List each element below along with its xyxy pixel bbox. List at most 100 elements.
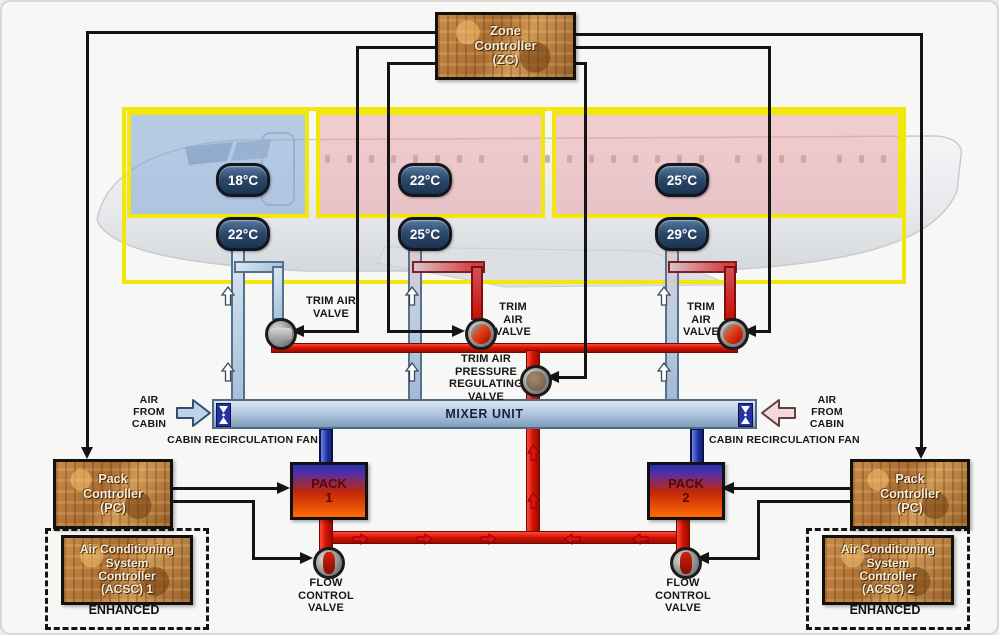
control-line	[757, 500, 760, 560]
arrowhead	[915, 447, 927, 459]
trim-air-valve-center-label: TRIM AIR VALVE	[494, 301, 532, 339]
trim-branch-zone1-v	[272, 266, 284, 320]
fan-icon	[741, 406, 750, 424]
trim-air-pressure-regulating-valve	[520, 365, 552, 397]
hot-flow-arrow-icon	[352, 533, 369, 545]
air-from-cabin-right-label: AIR FROM CABIN	[809, 394, 845, 430]
hot-flow-arrow-icon	[564, 533, 581, 545]
control-line	[709, 557, 760, 560]
acsc-left-group	[45, 528, 209, 630]
temp-badge-zone1-duct: 22°C	[216, 217, 270, 251]
arrowhead	[721, 482, 734, 494]
arrowhead	[81, 447, 93, 459]
up-arrow-icon	[657, 286, 671, 306]
temp-badge-zone1-cabin: 18°C	[216, 163, 270, 197]
acsc-left-enhanced-tag: ENHANCED	[88, 603, 160, 617]
acsc-right-box: Air Conditioning System Controller (ACSC…	[822, 535, 954, 605]
zone-overlay-cockpit	[127, 111, 309, 218]
recirculation-fan-right	[738, 403, 753, 427]
hot-flow-arrow-icon	[416, 533, 433, 545]
acsc-right-enhanced-tag: ENHANCED	[849, 603, 921, 617]
acsc-left-label: Air Conditioning System Controller (ACSC…	[80, 542, 174, 597]
flow-control-valve-left-label: FLOW CONTROL VALVE	[298, 577, 354, 615]
zone-frame-outer	[122, 107, 906, 284]
control-line	[86, 31, 89, 447]
control-line	[570, 46, 771, 49]
fan-icon	[219, 406, 228, 424]
pack-controller-left-label: Pack Controller (PC)	[83, 472, 143, 516]
flow-control-valve-right	[670, 547, 702, 579]
hot-flow-arrow-icon	[480, 533, 497, 545]
temp-value: 22°C	[409, 172, 441, 188]
control-line	[570, 62, 587, 65]
temp-badge-zone2-duct: 25°C	[398, 217, 452, 251]
pack-2-label: PACK 2	[668, 475, 704, 505]
trim-branch-zone2-v	[471, 266, 483, 320]
control-line	[170, 500, 255, 503]
temp-badge-zone3-cabin: 25°C	[655, 163, 709, 197]
control-line	[920, 33, 923, 447]
pack-1-box: PACK 1	[290, 462, 368, 520]
hot-flow-arrow-icon	[527, 492, 540, 509]
temp-value: 29°C	[666, 226, 698, 242]
pack-1-label: PACK 1	[311, 475, 347, 505]
pack-controller-right-label: Pack Controller (PC)	[880, 472, 940, 516]
control-line	[387, 330, 455, 333]
control-line	[584, 62, 587, 378]
up-arrow-icon	[405, 286, 419, 306]
air-from-cabin-left-arrow-icon	[176, 399, 211, 427]
up-arrow-icon	[657, 362, 671, 382]
control-line	[252, 500, 255, 560]
control-line	[86, 31, 435, 34]
mixer-unit-bar: MIXER UNIT	[212, 399, 757, 429]
pack-controller-right-box: Pack Controller (PC)	[850, 459, 970, 529]
acsc-left-box: Air Conditioning System Controller (ACSC…	[61, 535, 193, 605]
temp-badge-zone2-cabin: 22°C	[398, 163, 452, 197]
control-line	[356, 46, 435, 49]
control-line	[756, 330, 771, 333]
control-line	[768, 46, 771, 333]
cabin-recirculation-fan-right-label: CABIN RECIRCULATION FAN	[709, 434, 860, 446]
taprv-label: TRIM AIR PRESSURE REGULATING VALVE	[449, 353, 523, 403]
aircraft-illustration	[96, 132, 962, 288]
temp-badge-zone3-duct: 29°C	[655, 217, 709, 251]
temp-value: 18°C	[227, 172, 259, 188]
up-arrow-icon	[221, 286, 235, 306]
zone-overlay-aft-cabin	[552, 111, 902, 218]
control-line	[387, 62, 390, 333]
cabin-recirculation-fan-left-label: CABIN RECIRCULATION FAN	[167, 434, 318, 446]
up-arrow-icon	[221, 362, 235, 382]
arrowhead	[300, 552, 313, 564]
flow-control-valve-right-label: FLOW CONTROL VALVE	[655, 577, 711, 615]
air-from-cabin-left-label: AIR FROM CABIN	[131, 394, 167, 430]
control-line	[387, 62, 435, 65]
mixer-to-pack1-pipe	[319, 428, 333, 464]
control-line	[757, 500, 850, 503]
arrowhead	[277, 482, 290, 494]
acsc-right-label: Air Conditioning System Controller (ACSC…	[841, 542, 935, 597]
pack-controller-left-box: Pack Controller (PC)	[53, 459, 173, 529]
trim-air-valve-right-label: TRIM AIR VALVE	[682, 301, 720, 339]
temp-value: 22°C	[227, 226, 259, 242]
trim-air-valve-center	[465, 318, 497, 350]
flow-control-valve-left	[313, 547, 345, 579]
trim-air-valve-left	[265, 318, 297, 350]
pack-2-box: PACK 2	[647, 462, 725, 520]
temp-value: 25°C	[666, 172, 698, 188]
zone-controller-label: Zone Controller (ZC)	[474, 22, 537, 68]
air-from-cabin-right-arrow-icon	[761, 399, 796, 427]
control-line	[356, 46, 359, 333]
control-line	[304, 330, 359, 333]
control-line	[559, 376, 587, 379]
control-line	[734, 487, 850, 490]
trim-air-valve-left-label: TRIM AIR VALVE	[305, 295, 357, 320]
control-line	[252, 557, 300, 560]
recirculation-fan-left	[216, 403, 231, 427]
temp-value: 25°C	[409, 226, 441, 242]
mixer-unit-label: MIXER UNIT	[445, 407, 524, 421]
zone-controller-box: Zone Controller (ZC)	[435, 12, 576, 80]
trim-branch-zone3-h	[668, 261, 737, 273]
arrowhead	[452, 325, 465, 337]
hot-flow-arrow-icon	[632, 533, 649, 545]
